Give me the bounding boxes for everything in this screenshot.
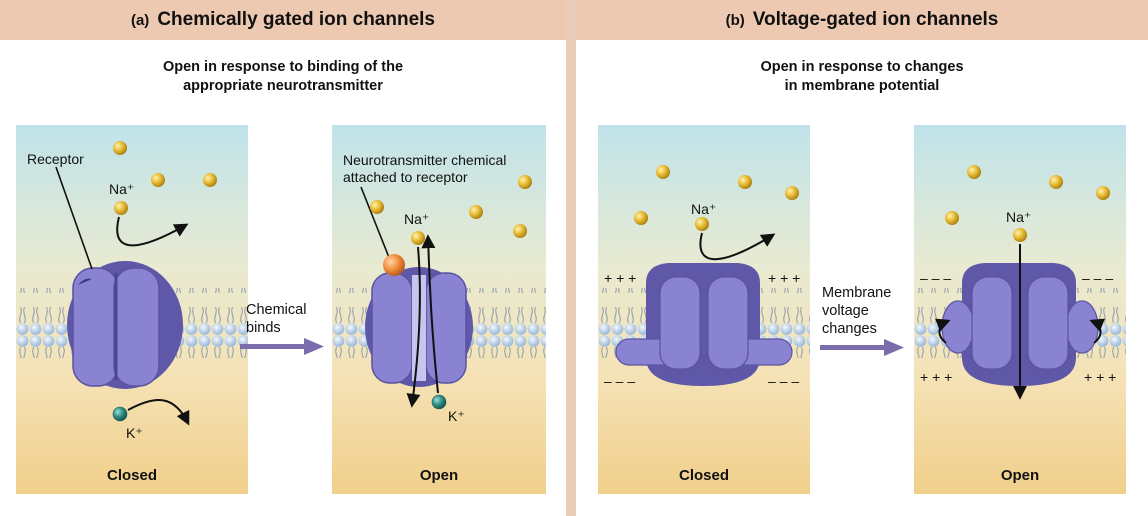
na-label: Na⁺ (691, 201, 717, 217)
receptor-pointer (55, 166, 93, 270)
sodium-ion (785, 186, 799, 200)
sodium-ion (695, 217, 709, 231)
sodium-ion (1096, 186, 1110, 200)
potassium-ion (431, 394, 447, 410)
minus-charges-outside-right: – – – (1082, 270, 1114, 286)
k-label: K⁺ (126, 425, 143, 441)
chemical-binds-label: Chemical binds (246, 301, 306, 337)
sodium-ion (634, 211, 648, 225)
closed-state-label: Closed (106, 467, 157, 484)
panel-b-subtitle: Open in response to changes in membrane … (576, 58, 1148, 96)
panel-voltage-gated: (b) Voltage-gated ion channels Open in r… (576, 0, 1148, 516)
nt-label-line1: Neurotransmitter chemical (343, 152, 507, 168)
na-label: Na⁺ (109, 181, 135, 197)
sodium-ion (469, 205, 483, 219)
voltage-label-line1: Membrane (822, 285, 892, 301)
chemical-binds-line2: binds (246, 320, 281, 336)
transition-arrow-b (820, 339, 904, 356)
k-label: K⁺ (448, 408, 465, 424)
sodium-ion (1013, 228, 1027, 242)
sodium-ion (203, 173, 217, 187)
k-efflux-arrow (421, 234, 439, 394)
neurotransmitter (383, 254, 405, 276)
sodium-ion (967, 165, 981, 179)
channel-protein-closed (67, 261, 183, 389)
sodium-ion (370, 200, 384, 214)
chemical-closed-diagram: Receptor Na⁺ K⁺ Closed (16, 125, 248, 494)
minus-charges-inside-left: – – – (604, 373, 636, 389)
chemical-binds-line1: Chemical (246, 302, 307, 318)
membrane-voltage-changes-label: Membrane voltage changes (822, 284, 891, 338)
sodium-ion (114, 201, 128, 215)
gate-swing-arrow-left (934, 318, 951, 344)
panel-a-header: (a) Chemically gated ion channels (0, 0, 566, 40)
panel-divider (566, 0, 576, 516)
neurotransmitter-label: Neurotransmitter chemical attached to re… (343, 152, 506, 186)
na-blocked-arrow (116, 216, 189, 247)
minus-charges-outside-left: – – – (920, 270, 952, 286)
plus-charges-outside-right: + + + (768, 270, 801, 286)
nt-pointer (360, 186, 391, 261)
closed-state-label: Closed (678, 467, 729, 484)
channel-protein-closed (615, 263, 793, 386)
gate-swing-arrow-right (1089, 318, 1106, 344)
sodium-ion (151, 173, 165, 187)
nt-label-line2: attached to receptor (343, 169, 468, 185)
sodium-ion (1049, 175, 1063, 189)
panel-a-letter: (a) (130, 11, 150, 29)
sodium-ion (945, 211, 959, 225)
plus-charges-inside-left: + + + (920, 369, 953, 385)
voltage-open-diagram: Na⁺ – – – – – – + + + + + + Open (914, 125, 1126, 494)
transition-arrow-a (240, 338, 324, 355)
na-label: Na⁺ (1006, 209, 1032, 225)
receptor-label: Receptor (27, 151, 84, 167)
plus-charges-outside-left: + + + (604, 270, 637, 286)
panel-b-subtitle-line2: in membrane potential (784, 78, 940, 94)
na-label: Na⁺ (404, 211, 430, 227)
open-state-label: Open (1000, 467, 1040, 484)
minus-charges-inside-right: – – – (768, 373, 800, 389)
voltage-label-line3: changes (822, 321, 877, 337)
sodium-ion (411, 231, 425, 245)
panel-a-title: Chemically gated ion channels (157, 9, 436, 30)
panel-b-title: Voltage-gated ion channels (752, 9, 999, 30)
na-influx-arrow (406, 246, 421, 408)
plus-charges-inside-right: + + + (1084, 369, 1117, 385)
panel-a-subtitle-line2: appropriate neurotransmitter (183, 78, 383, 94)
voltage-label-line2: voltage (822, 303, 869, 319)
panel-b-letter: (b) (725, 11, 745, 29)
potassium-ion (112, 406, 128, 422)
sodium-ion (738, 175, 752, 189)
voltage-closed-diagram: Na⁺ + + + + + + – – – – – – Closed (598, 125, 810, 494)
open-state-label: Open (419, 467, 459, 484)
panel-chemically-gated: (a) Chemically gated ion channels Open i… (0, 0, 566, 516)
panel-b-subtitle-line1: Open in response to changes (760, 59, 964, 75)
k-blocked-arrow (127, 399, 190, 426)
panel-b-header: (b) Voltage-gated ion channels (576, 0, 1148, 40)
sodium-ion (113, 141, 127, 155)
sodium-ion (513, 224, 527, 238)
panel-a-subtitle: Open in response to binding of the appro… (0, 58, 566, 96)
na-blocked-arrow (699, 232, 776, 261)
panel-a-subtitle-line1: Open in response to binding of the (162, 59, 404, 75)
chemical-open-diagram: Neurotransmitter chemical attached to re… (332, 125, 546, 494)
sodium-ion (518, 175, 532, 189)
sodium-ion (656, 165, 670, 179)
